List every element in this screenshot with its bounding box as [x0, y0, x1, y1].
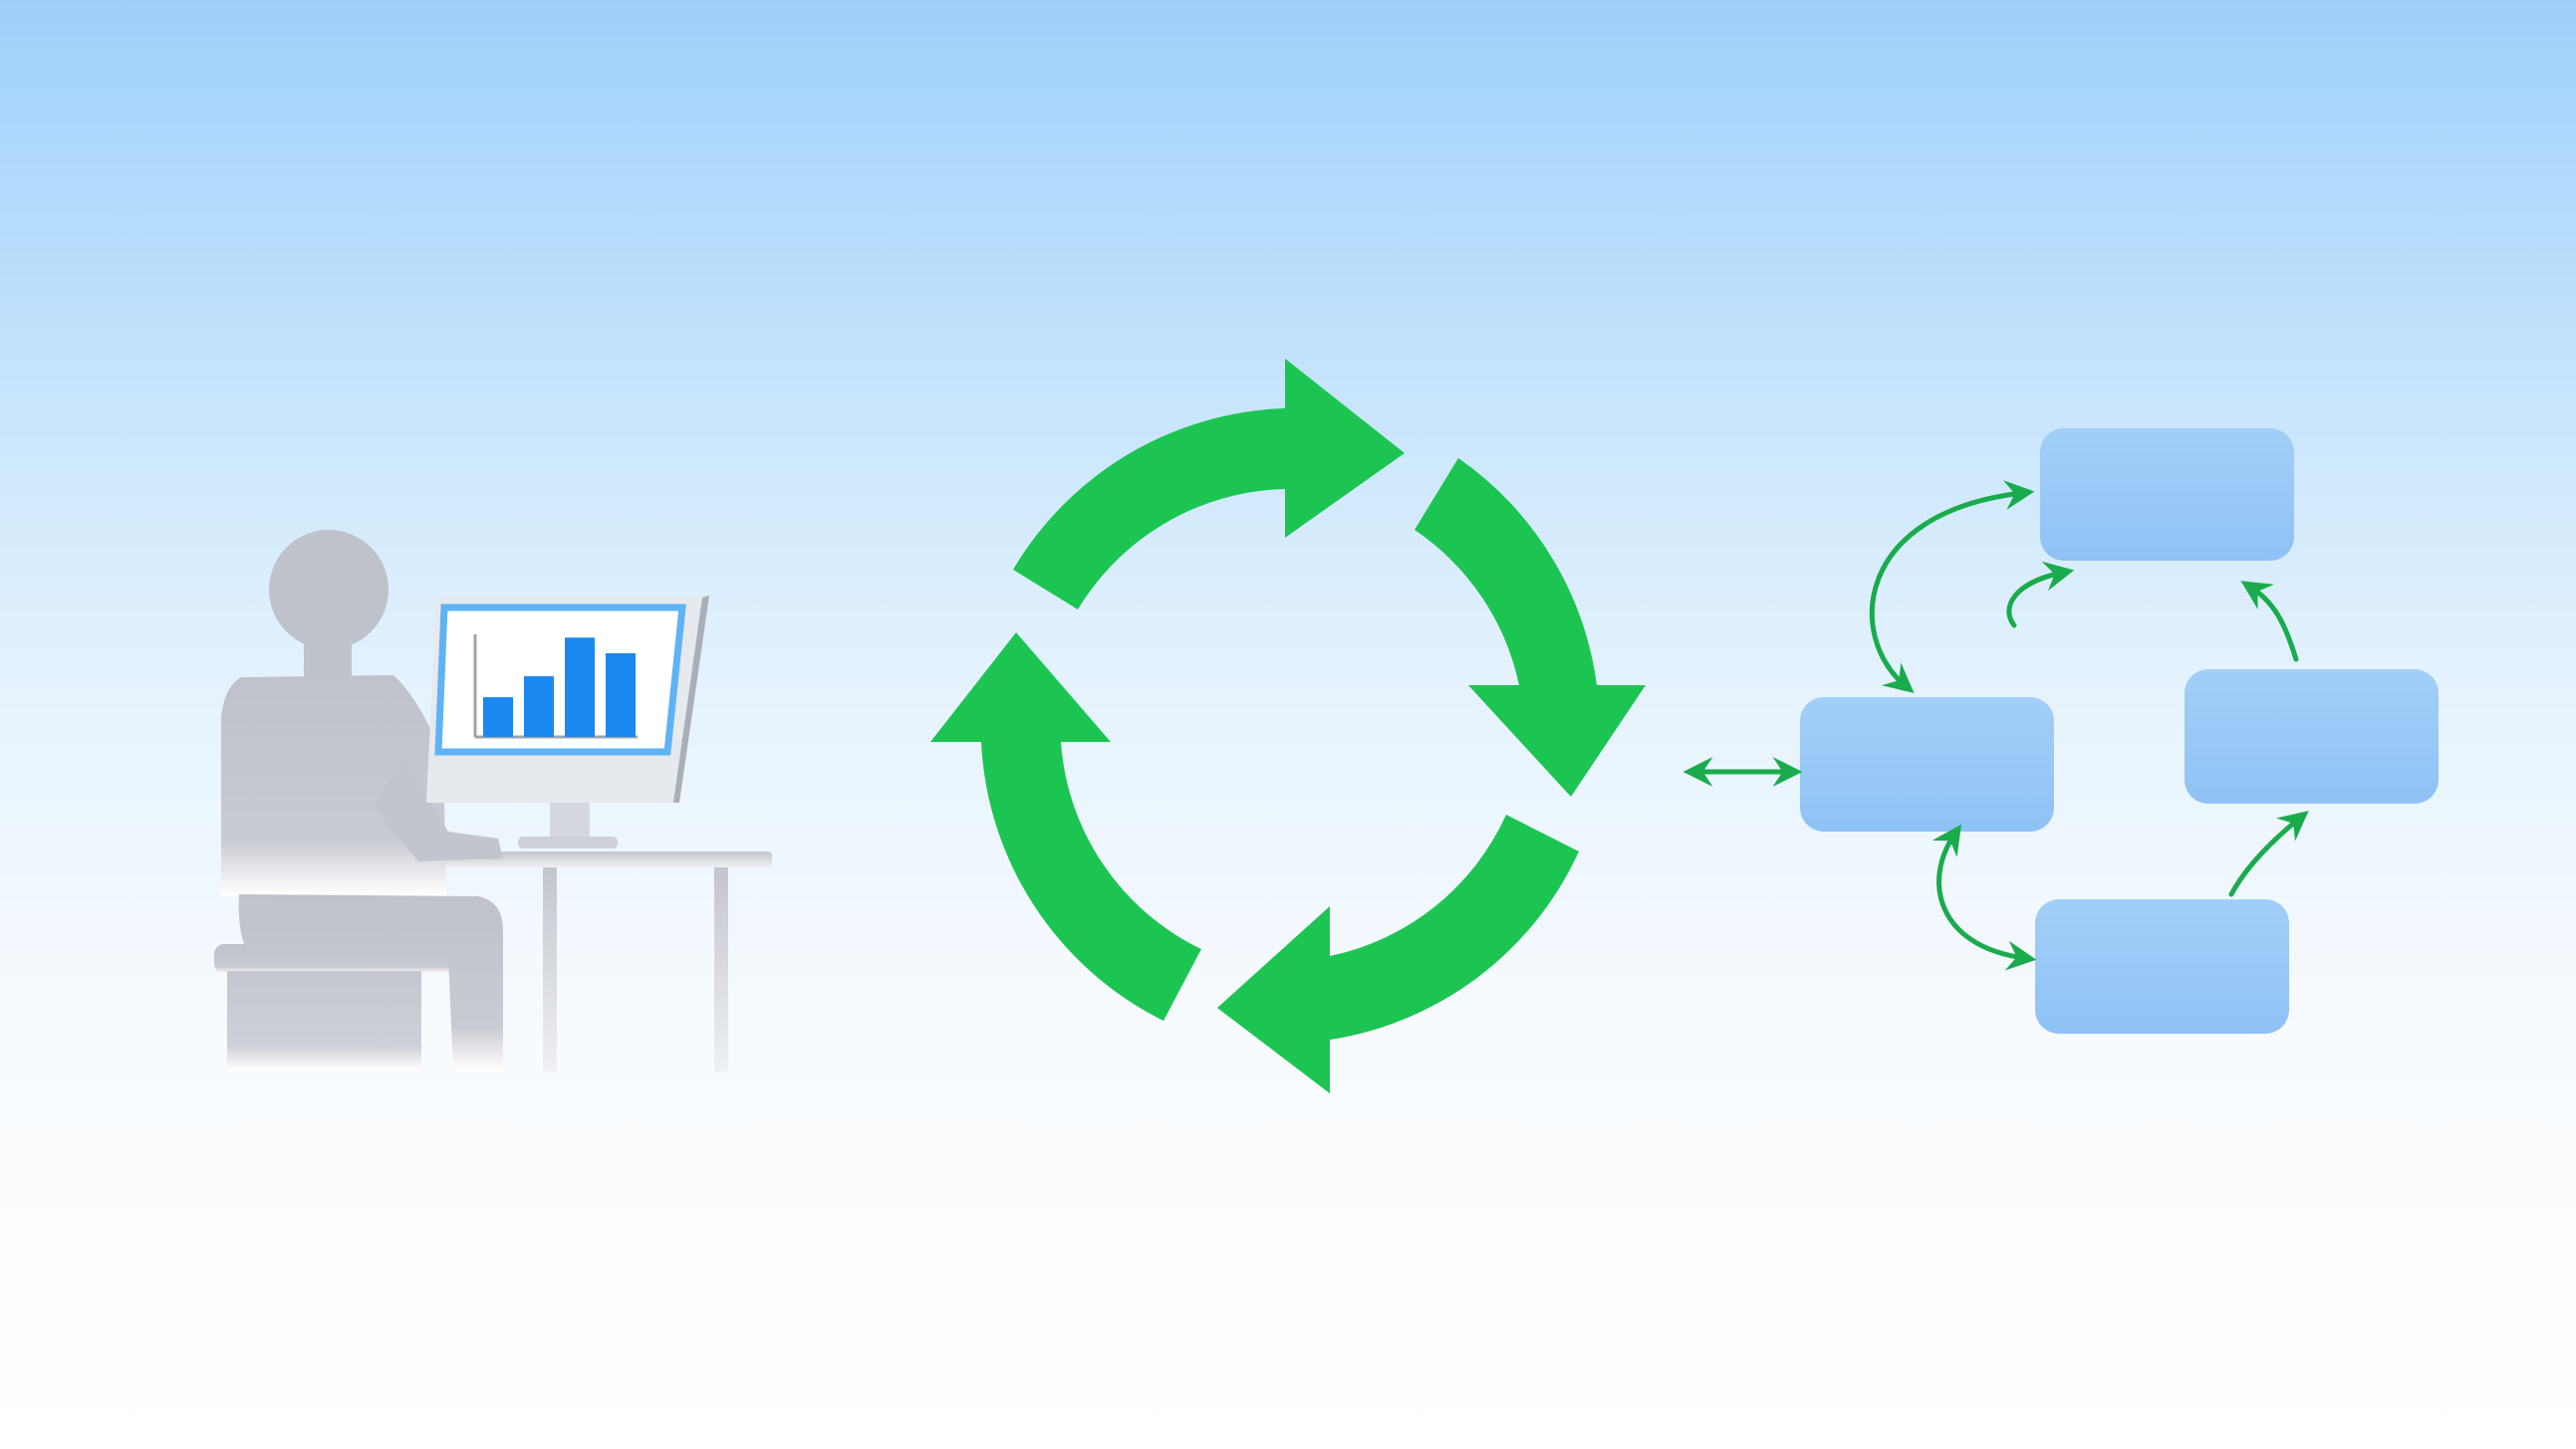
desk-leg [543, 867, 557, 1072]
person-head [269, 530, 388, 649]
desk-leg [714, 867, 728, 1072]
person-arm [374, 757, 503, 861]
cycle-arrow-right [1415, 458, 1646, 797]
monitor-base [518, 837, 618, 848]
cycle-arrow-bottom [1217, 815, 1579, 1093]
connector-arrow-curved [2006, 561, 2075, 628]
person-at-desk-icon [214, 530, 772, 1072]
monitor-neck [550, 803, 590, 841]
chart-bar [483, 697, 513, 737]
chair-base [227, 971, 421, 1071]
connector-arrow-curved [1869, 480, 2035, 694]
bar-chart-icon [473, 634, 638, 739]
cycle-arrow-left [930, 632, 1201, 1021]
monitor-edge [673, 596, 709, 803]
chart-bar [565, 637, 595, 737]
chart-bar [524, 676, 554, 737]
person-torso [221, 675, 446, 896]
connector-arrow-curved [2228, 811, 2309, 897]
refresh-cycle-icon [930, 359, 1646, 1093]
person-legs [238, 894, 503, 1071]
person-silhouette [221, 530, 503, 1071]
chart-bar [606, 653, 636, 737]
person-neck [304, 642, 352, 678]
process-flow-icon [1682, 428, 2439, 1034]
chair [214, 944, 463, 1071]
chart-bars [483, 637, 636, 737]
process-node [2035, 899, 2289, 1034]
monitor [426, 596, 709, 848]
process-node [2040, 428, 2294, 561]
connector-arrow-curved [1932, 824, 2037, 971]
process-node [2185, 669, 2439, 804]
process-node [1800, 697, 2054, 832]
cycle-arrow-top [1013, 359, 1405, 609]
connector-arrow-curved [2240, 581, 2299, 662]
